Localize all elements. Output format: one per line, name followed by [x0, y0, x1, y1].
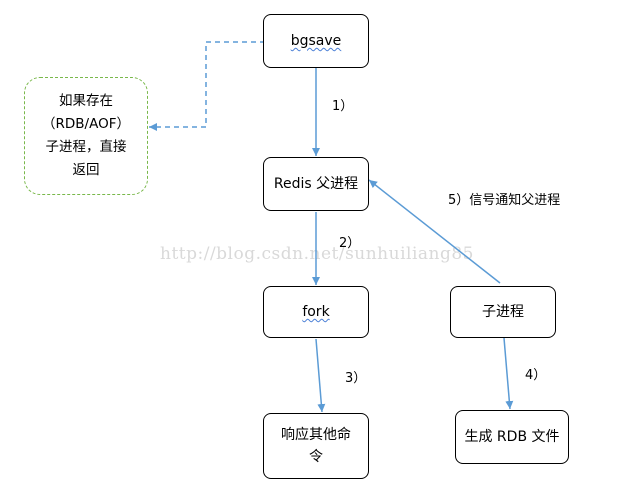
edge-label-step2: 2）: [339, 236, 361, 251]
node-bgsave: bgsave: [263, 14, 369, 68]
edge-label-step4: 4）: [525, 368, 547, 383]
node-redis-parent: Redis 父进程: [263, 157, 369, 211]
node-respond-label: 响应其他命 令: [281, 426, 351, 465]
node-generate-rdb: 生成 RDB 文件: [455, 410, 569, 464]
edge-bgsave-to-result: [149, 41, 265, 131]
node-generate-rdb-label: 生成 RDB 文件: [464, 428, 560, 445]
edge-child-to-redis-parent: [368, 179, 501, 284]
node-child-label: 子进程: [482, 303, 524, 320]
edge-fork-to-respond: [315, 338, 326, 413]
edge-label-step1: 1）: [332, 99, 354, 114]
node-redis-parent-label: Redis 父进程: [273, 175, 359, 192]
node-bgsave-label: bgsave: [290, 32, 342, 49]
node-fork-label: fork: [302, 303, 330, 320]
node-respond: 响应其他命 令: [263, 413, 369, 479]
node-result: 如果存在 （RDB/AOF） 子进程，直接 返回: [24, 77, 148, 195]
node-fork: fork: [263, 286, 369, 338]
edge-child-to-generate-rdb: [503, 337, 514, 410]
edge-label-step3: 3）: [345, 371, 367, 386]
edge-label-step5: 5）信号通知父进程: [448, 193, 561, 208]
node-result-label: 如果存在 （RDB/AOF） 子进程，直接 返回: [42, 93, 130, 178]
node-child: 子进程: [450, 286, 556, 338]
